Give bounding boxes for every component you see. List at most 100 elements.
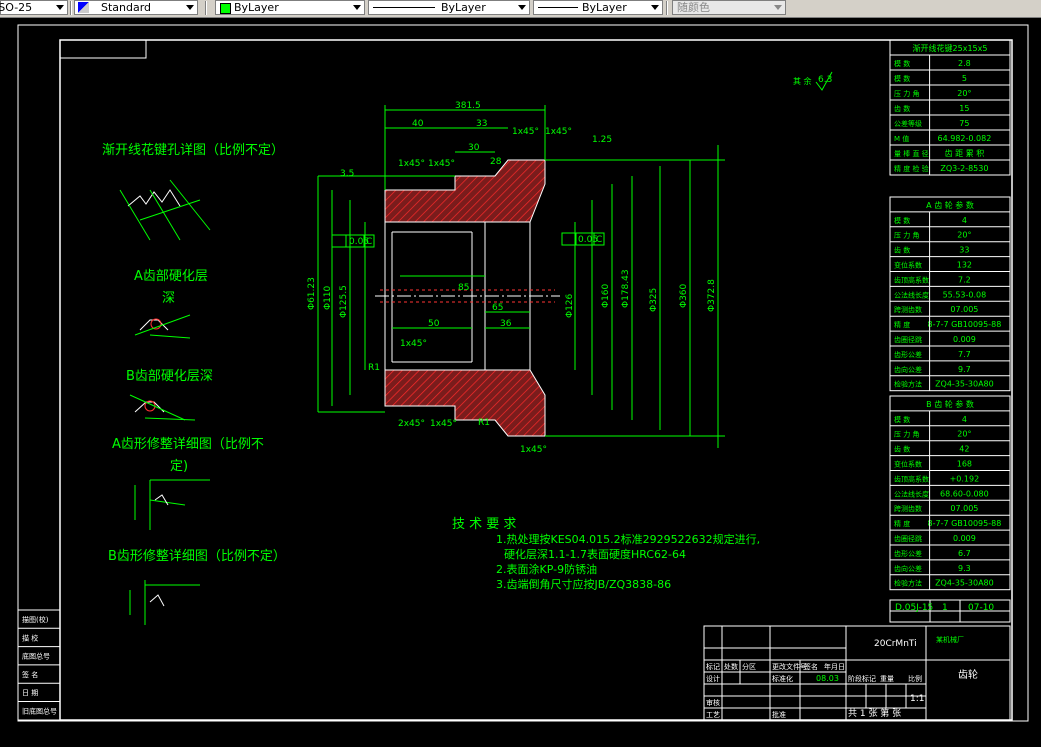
gear-a-row-value: 7.2 [958,275,971,284]
chevron-down-icon[interactable] [518,5,526,10]
gear-b-row-value: 9.3 [958,564,971,573]
gear-a-row-value: 33 [959,246,969,255]
gear-a-row-label: 齿 数 [894,246,910,255]
spline-detail-sketch [119,179,211,241]
gear-b-row-label: 模 数 [894,415,910,424]
spline-row-label: 模 数 [894,74,910,83]
dim-text: 36 [500,319,512,329]
spline-row-value: 5 [962,74,967,83]
a-hardening-sketch [134,314,191,339]
sheet-b: 07-10 [968,603,994,613]
textstyle-combo[interactable]: Standard [74,0,198,15]
side-stamp-label: 底图总号 [22,652,50,661]
spline-row-label: 齿 数 [894,104,910,113]
sheet-a: 1 [942,603,948,613]
gear-b-row-label: 齿圈径跳 [894,534,922,543]
cad-drawing: 渐开线花键孔详图（比例不定） A齿部硬化层 深 B齿部硬化层深 A齿形修整详细图… [17,24,1029,722]
gear-a-row-label: 齿顶高系数 [894,275,929,284]
chevron-down-icon[interactable] [56,5,64,10]
dimension-lines [317,105,725,448]
chevron-down-icon[interactable] [186,5,194,10]
gear-b-row-label: 公法线长度 [894,489,929,498]
gear-b-row-value: 6.7 [958,549,971,558]
fcf-datum: C [596,235,602,245]
tech-line-4: 3.齿端倒角尺寸应按JB/ZQ3838-86 [496,577,671,591]
gear-a-row-label: 检验方法 [894,380,922,389]
gear-b-row-value: 0.009 [953,534,976,543]
tb-label: 批准 [772,710,786,719]
part-name: 齿轮 [958,668,978,681]
gear-a-row-value: 8-7-7 GB10095-88 [928,320,1002,329]
tech-line-2: 硬化层深1.1-1.7表面硬度HRC62-64 [504,547,686,561]
chevron-down-icon[interactable] [774,5,782,10]
gear-b-row-value: 07.005 [950,504,978,513]
spline-row-label: 模 数 [894,59,910,68]
b-profile-sketch [129,580,200,625]
tb-label: 标记 [706,662,720,671]
dim-text: 28 [490,157,502,167]
gear-a-row-label: 齿形公差 [894,350,922,359]
b-hardening-title: B齿部硬化层深 [126,369,213,384]
outer-frame [17,24,1029,722]
gear-b-row-label: 精 度 [894,519,910,528]
tb-label: 设计 [706,674,720,683]
chevron-down-icon[interactable] [651,5,659,10]
roughness-value: 6.3 [818,75,832,85]
dim-text: Φ178.43 [621,269,631,308]
dim-text: Φ372.8 [707,279,717,312]
tb-label: 年月日 [824,662,845,671]
dimstyle-combo[interactable]: ISO-25 [0,0,68,15]
linetype-combo[interactable]: ByLayer [368,0,530,15]
gear-b-row-value: ZQ4-35-30A80 [935,579,994,588]
gear-b-row-label: 齿向公差 [894,564,922,573]
properties-toolbar: ISO-25 Standard ByLayer ByLayer ByLayer … [0,0,1041,18]
b-hardening-sketch [129,394,196,421]
spline-row-label: 公差等级 [894,119,922,128]
spline-row-value: 齿 距 累 积 [945,148,985,158]
spline-row-value: ZQ3-2-8530 [940,164,988,173]
dim-text: 1.25 [592,135,612,145]
dim-text: 33 [476,119,487,129]
chevron-down-icon[interactable] [353,5,361,10]
spline-row-label: 精 度 检 验 [894,164,929,173]
color-swatch-icon [220,3,231,14]
spline-row-value: 75 [959,119,969,128]
dim-text: Φ126 [565,293,575,318]
a-hardening-title-2: 深 [162,291,175,306]
gear-a-row-value: ZQ4-35-30A80 [935,380,994,389]
gear-a-row-label: 压 力 角 [894,231,919,240]
spline-row-value: 20° [957,89,971,98]
tb-label: 工艺 [706,711,720,719]
gear-a-header: A 齿 轮 参 数 [926,200,974,210]
plotstyle-combo[interactable]: 随颜色 [672,0,786,15]
fcf-tolerance: 0.05 [578,235,598,245]
fcf-tolerance: 0.05 [349,237,369,247]
tb-label: 更改文件号 [772,662,807,671]
lineweight-value: ByLayer [582,1,627,14]
dim-text: 1x45° [512,127,539,137]
linetype-value: ByLayer [441,1,486,14]
gear-b-row-value: 8-7-7 GB10095-88 [928,519,1002,528]
a-profile-sketch [134,479,210,530]
side-stamp-label: 描 校 [22,633,38,642]
gear-a-row-label: 精 度 [894,320,910,329]
spline-row-label: 量 棒 直 径 [894,149,929,158]
gear-a-row-value: 4 [962,216,967,225]
textstyle-value: Standard [101,1,152,14]
spline-header: 渐开线花键25x15x5 [913,43,988,53]
tb-label: 阶段标记 [848,674,876,683]
gear-b-row-label: 压 力 角 [894,430,919,439]
gear-a-row-value: 0.009 [953,335,976,344]
dim-text: 1x45° [400,339,427,349]
tb-label: 签名 [804,662,818,671]
drawing-canvas[interactable]: 渐开线花键孔详图（比例不定） A齿部硬化层 深 B齿部硬化层深 A齿形修整详细图… [0,18,1041,743]
gear-b-row-label: 齿 数 [894,445,910,454]
dim-text: 1x45° [428,159,455,169]
color-combo[interactable]: ByLayer [215,0,365,15]
lineweight-combo[interactable]: ByLayer [533,0,663,15]
tb-label: 分区 [742,662,756,671]
gear-a-row-value: 132 [957,261,972,270]
